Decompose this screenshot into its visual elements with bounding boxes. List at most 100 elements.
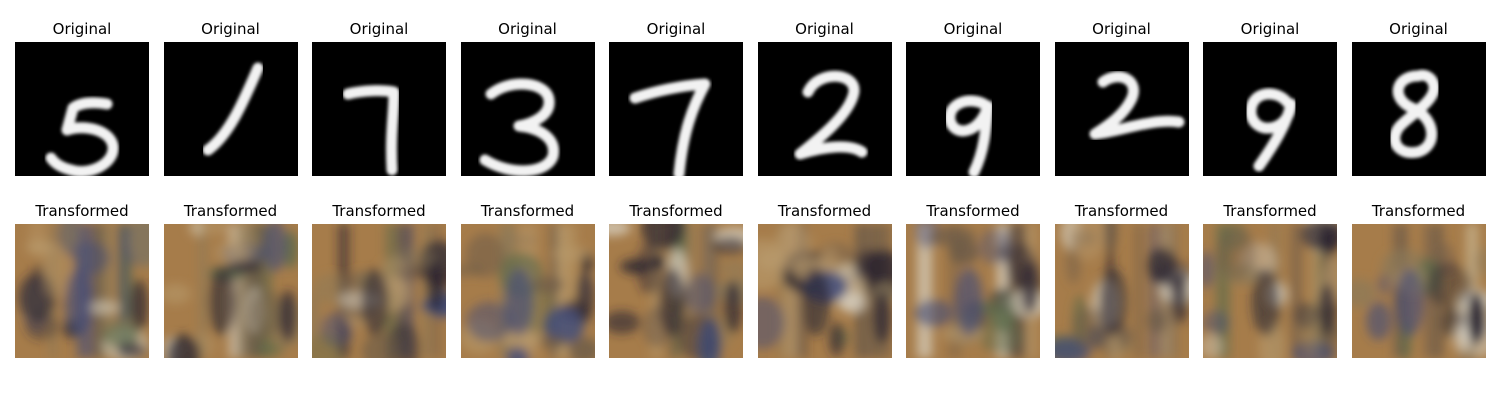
texture-blob: [1425, 262, 1472, 308]
texture-edge-shape: [1466, 293, 1485, 346]
texture-blob: [1215, 227, 1257, 280]
texture-center-shape: [504, 268, 533, 336]
transformed-texture-image-6: [757, 224, 892, 358]
texture-blob: [1203, 310, 1229, 336]
texture-blob: [992, 289, 1017, 334]
texture-blob: [839, 292, 866, 314]
original-title-9: Original: [1240, 20, 1300, 38]
texture-blob: [503, 234, 537, 247]
texture-blob: [914, 299, 953, 328]
digit-background: [312, 42, 446, 176]
texture-blob: [650, 254, 666, 270]
texture-blob: [465, 301, 513, 342]
digit-stroke: [1388, 69, 1439, 159]
texture-blob: [312, 333, 343, 358]
original-title-4: Original: [498, 20, 557, 38]
texture-blob: [59, 224, 81, 251]
texture-blob: [1365, 301, 1391, 341]
transformed-title-8: Transformed: [1074, 202, 1169, 220]
texture-blob: [25, 312, 59, 341]
digit-background: [757, 42, 892, 176]
transformed-texture-image-10: [1351, 224, 1486, 358]
original-title-2: Original: [201, 20, 260, 38]
texture-edge-shape: [1318, 282, 1336, 335]
original-digit-image-3: [312, 42, 446, 176]
digit-canvas: [15, 42, 149, 176]
original-title-1: Original: [52, 20, 112, 38]
texture-center-shape: [954, 268, 983, 336]
texture-blob: [551, 246, 591, 262]
transformed-title-5: Transformed: [629, 202, 723, 220]
texture-blob: [28, 224, 47, 257]
texture-blobs: [163, 224, 298, 358]
texture-blob: [949, 239, 979, 265]
texture-blob: [117, 341, 147, 358]
texture-center-shape: [64, 268, 93, 336]
texture-blob: [40, 244, 72, 299]
digit-stroke: [202, 62, 263, 156]
texture-canvas: [1351, 224, 1486, 358]
texture-blob: [166, 334, 201, 358]
digit-canvas: [906, 42, 1040, 176]
texture-edge-shape: [278, 290, 297, 343]
transformed-texture-image-3: [312, 224, 446, 358]
texture-blob: [543, 306, 584, 344]
texture-edge-shape: [872, 291, 891, 344]
texture-blob: [1299, 305, 1319, 355]
texture-blob: [248, 290, 288, 336]
digit-canvas: [312, 42, 446, 176]
texture-blob: [685, 273, 715, 315]
texture-blob: [1203, 251, 1215, 289]
transformed-texture-image-9: [1203, 224, 1337, 358]
transformed-title-3: Transformed: [332, 202, 426, 220]
transformed-title-2: Transformed: [183, 202, 278, 220]
transformed-title-10: Transformed: [1371, 202, 1466, 220]
texture-blob: [500, 329, 541, 348]
texture-blob: [720, 261, 743, 276]
digit-background: [609, 42, 743, 176]
texture-blob: [71, 241, 111, 275]
texture-blob: [915, 224, 939, 249]
texture-canvas: [757, 224, 892, 358]
texture-canvas: [460, 224, 595, 358]
original-title-6: Original: [795, 20, 854, 38]
texture-blob: [190, 224, 203, 237]
transformed-title-6: Transformed: [777, 202, 872, 220]
texture-blob: [1203, 334, 1224, 358]
digit-canvas: [609, 42, 743, 176]
digit-background: [460, 42, 595, 176]
texture-blob: [620, 258, 652, 274]
transformed-title-7: Transformed: [926, 202, 1020, 220]
texture-blob: [465, 233, 505, 278]
texture-edge-shape: [724, 281, 742, 334]
texture-center-shape: [1098, 268, 1127, 336]
texture-blob: [1351, 279, 1376, 308]
digit-stroke: [342, 85, 400, 176]
texture-blob: [1106, 331, 1121, 358]
original-digit-image-8: [1054, 42, 1189, 176]
transformed-texture-image-7: [906, 224, 1040, 358]
texture-blob: [1146, 308, 1168, 333]
texture-blobs: [914, 224, 1040, 358]
original-title-7: Original: [943, 20, 1003, 38]
original-title-5: Original: [646, 20, 706, 38]
original-digit-image-7: [906, 42, 1040, 176]
texture-canvas: [1203, 224, 1337, 358]
texture-blob: [214, 240, 248, 265]
digit-stroke: [479, 78, 559, 176]
original-digit-image-1: [15, 42, 149, 176]
digit-canvas: [757, 42, 892, 176]
texture-canvas: [312, 224, 446, 358]
transformed-texture-image-5: [609, 224, 743, 358]
texture-blob: [1453, 324, 1471, 353]
texture-band: [1311, 224, 1320, 358]
digit-stroke: [1245, 88, 1297, 172]
texture-blob: [85, 301, 120, 314]
original-digit-image-4: [460, 42, 595, 176]
digit-canvas: [163, 42, 298, 176]
texture-canvas: [609, 224, 743, 358]
digit-canvas: [1351, 42, 1486, 176]
texture-blob: [256, 340, 285, 357]
texture-blob: [828, 322, 844, 357]
